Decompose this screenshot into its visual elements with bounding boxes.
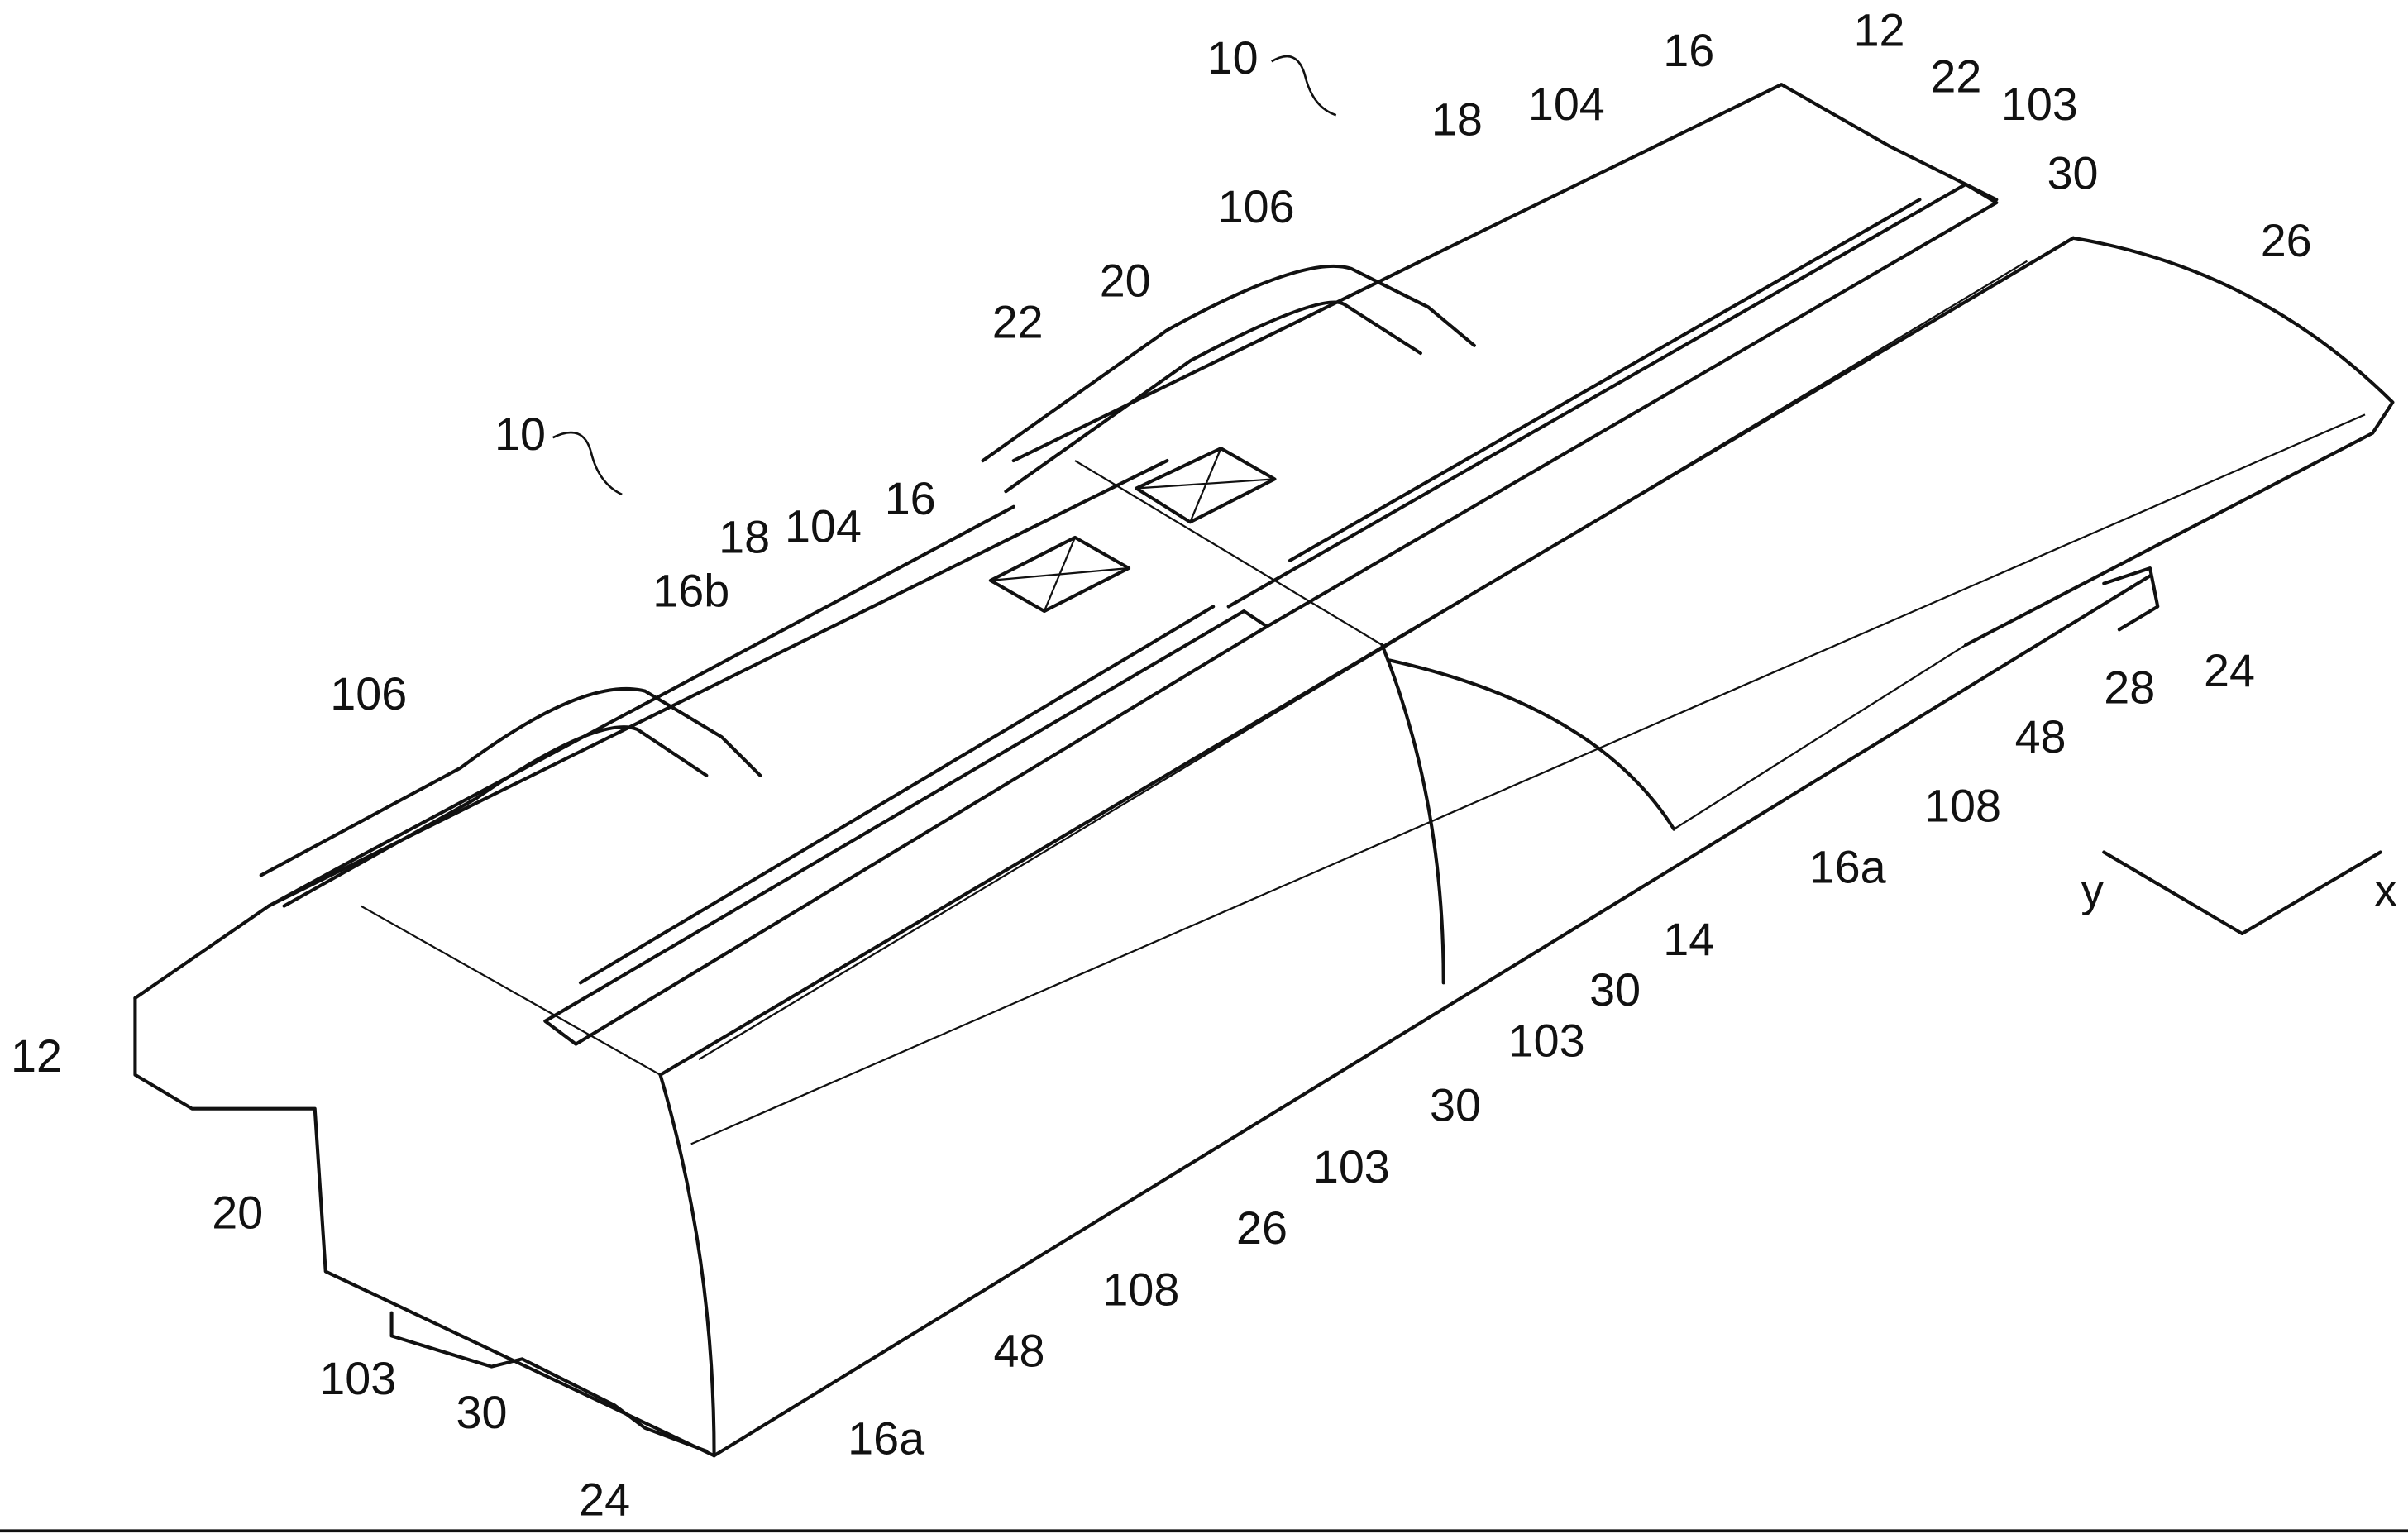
label: 48 [994, 1326, 1045, 1377]
rail-right [1229, 184, 1997, 627]
label: 24 [2204, 645, 2255, 696]
label: 22 [992, 297, 1044, 348]
label: 12 [1854, 5, 1905, 56]
label: 26 [1236, 1202, 1288, 1254]
label: 12 [11, 1030, 62, 1082]
label: 48 [2015, 711, 2066, 762]
label: 103 [1508, 1015, 1585, 1067]
label: 16b [652, 565, 729, 616]
feet-24 [392, 568, 2158, 1451]
label: 30 [456, 1387, 508, 1438]
hose-106-right [983, 266, 1474, 491]
right-housing-12 [1014, 84, 1997, 645]
label: 104 [785, 500, 862, 552]
label: 10 [494, 409, 546, 460]
label: 103 [2001, 79, 2078, 130]
cover-26 [661, 238, 2393, 1455]
axis-y-label: y [2081, 865, 2104, 916]
label: 30 [2047, 147, 2099, 198]
label: 10 [1207, 32, 1259, 84]
label: 18 [719, 511, 770, 562]
label: 30 [1430, 1080, 1481, 1131]
label: 16 [885, 473, 936, 524]
coordinate-axes: y x [2081, 853, 2397, 934]
label: 22 [1930, 50, 1981, 102]
ref-arrow-10-right [1272, 56, 1336, 115]
label: 16 [1663, 25, 1714, 76]
label: 108 [1102, 1264, 1179, 1315]
axis-x-label: x [2374, 865, 2397, 916]
label: 16a [1809, 842, 1886, 893]
label: 18 [1431, 93, 1483, 145]
label: 106 [330, 668, 407, 719]
label: 28 [2104, 662, 2155, 713]
label: 20 [212, 1187, 263, 1238]
label: 20 [1100, 255, 1151, 306]
label: 14 [1663, 914, 1714, 965]
hatch-left [991, 538, 1129, 611]
hatch-right [1136, 448, 1274, 522]
label: 26 [2261, 215, 2312, 266]
label: 30 [1589, 964, 1641, 1015]
rail-left [545, 606, 1267, 1044]
label: 24 [579, 1474, 630, 1526]
reference-labels: 10 10 16 12 22 103 30 26 18 104 106 20 2… [11, 5, 2312, 1526]
ref-arrow-10-left [553, 432, 623, 495]
label: 106 [1218, 181, 1295, 232]
label: 104 [1528, 79, 1605, 130]
label: 103 [1313, 1141, 1390, 1192]
label: 16a [848, 1412, 924, 1464]
label: 108 [1924, 780, 2001, 831]
label: 103 [319, 1353, 396, 1404]
